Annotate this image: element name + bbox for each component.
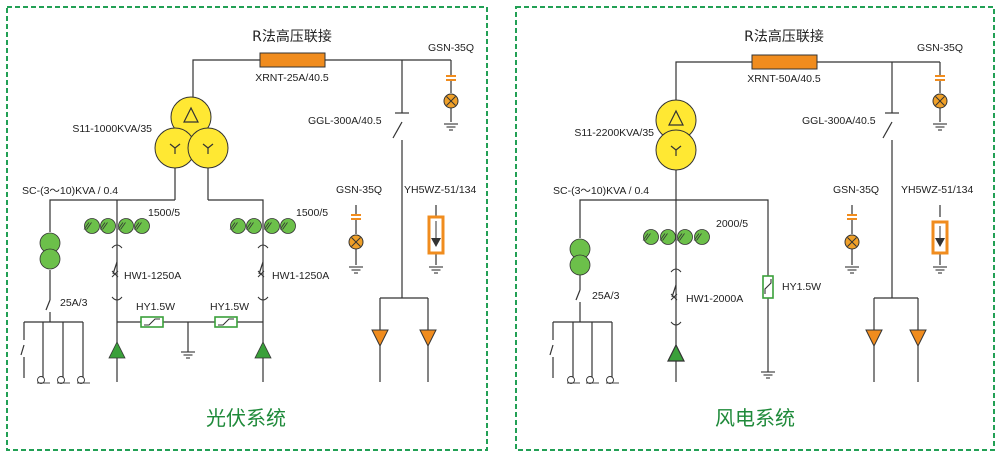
arrester-label: YH5WZ-51/134 — [404, 184, 477, 196]
pv-arrester-left — [108, 341, 126, 359]
pv-arrester-right — [254, 341, 272, 359]
ct-ratio-label-left: 1500/5 — [148, 207, 180, 219]
wind-arrester — [667, 343, 685, 362]
frame-left — [6, 6, 488, 451]
fuse-left — [259, 52, 326, 68]
lamp-label: GSN-35Q — [336, 184, 382, 196]
capacitor-icon — [446, 75, 456, 81]
transformer-right — [655, 99, 697, 171]
ground-icon — [180, 351, 196, 359]
indicator-lamp-icon — [348, 234, 364, 250]
surge-protector-vertical — [762, 275, 774, 299]
fuse-right — [751, 54, 818, 70]
pt-label: GSN-35Q — [917, 42, 963, 54]
ground-icon — [932, 123, 948, 131]
capacitor-icon — [935, 75, 945, 81]
output-arrow-icon — [419, 329, 437, 347]
surge-protector-right — [214, 316, 238, 328]
ground-icon — [932, 266, 948, 274]
pt-label: GSN-35Q — [428, 42, 474, 54]
aux-transformer-left — [39, 232, 61, 270]
transformer-label: S11-2200KVA/35 — [574, 127, 654, 139]
surge-label: HY1.5W — [782, 281, 821, 293]
indicator-lamp-icon — [932, 93, 948, 109]
lightning-arrester-left — [427, 215, 445, 255]
aux-loads-left — [36, 376, 91, 384]
panel-photovoltaic: R法高压联接 XRNT-25A/40.5 GSN-35Q GGL-300A/40… — [20, 28, 477, 430]
panel-caption: 光伏系统 — [206, 406, 286, 430]
switch-label: GGL-300A/40.5 — [308, 115, 382, 127]
aux-transformer-label: SC-(3～10)KVA / 0.4 — [553, 185, 649, 197]
fuse-label: XRNT-50A/40.5 — [747, 73, 821, 85]
breaker-label: HW1-2000A — [686, 293, 743, 305]
ct-ratio-label-right: 1500/5 — [296, 207, 328, 219]
indicator-lamp-icon — [844, 234, 860, 250]
breaker-label-left: HW1-1250A — [124, 270, 181, 282]
left-breaker-marks — [111, 244, 269, 301]
frame-right — [515, 6, 995, 451]
indicator-lamp-icon — [443, 93, 459, 109]
aux-loads-right — [566, 376, 620, 384]
surge-label-left: HY1.5W — [136, 301, 175, 313]
ground-icon — [443, 123, 459, 131]
aux-transformer-right — [569, 238, 591, 276]
right-breaker-marks — [670, 268, 682, 326]
lamp-label: GSN-35Q — [833, 184, 879, 196]
output-arrow-icon — [865, 329, 883, 347]
fuse-label: XRNT-25A/40.5 — [255, 72, 329, 84]
transformer-left — [154, 96, 229, 169]
output-arrow-icon — [371, 329, 389, 347]
aux-transformer-label: SC-(3～10)KVA / 0.4 — [22, 185, 118, 197]
connection-title: R法高压联接 — [252, 28, 332, 45]
aux-breaker-label: 25A/3 — [60, 297, 88, 309]
aux-breaker-label: 25A/3 — [592, 290, 620, 302]
lightning-arrester-right — [931, 220, 949, 255]
panel-wind: R法高压联接 XRNT-50A/40.5 GSN-35Q GGL-300A/40… — [549, 28, 974, 430]
arrester-label: YH5WZ-51/134 — [901, 184, 974, 196]
switch-label: GGL-300A/40.5 — [802, 115, 876, 127]
panel-caption: 风电系统 — [715, 406, 795, 430]
ground-icon — [844, 266, 860, 274]
capacitor-icon — [351, 214, 361, 220]
ct-ratio-label: 2000/5 — [716, 218, 748, 230]
ground-icon — [760, 371, 776, 379]
ground-icon — [348, 266, 364, 274]
connection-title: R法高压联接 — [744, 28, 824, 45]
transformer-label: S11-1000KVA/35 — [72, 123, 152, 135]
output-arrow-icon — [909, 329, 927, 347]
surge-protector-left — [140, 316, 164, 328]
ground-icon — [428, 266, 444, 274]
breaker-label-right: HW1-1250A — [272, 270, 329, 282]
capacitor-icon — [847, 214, 857, 220]
surge-label-right: HY1.5W — [210, 301, 249, 313]
